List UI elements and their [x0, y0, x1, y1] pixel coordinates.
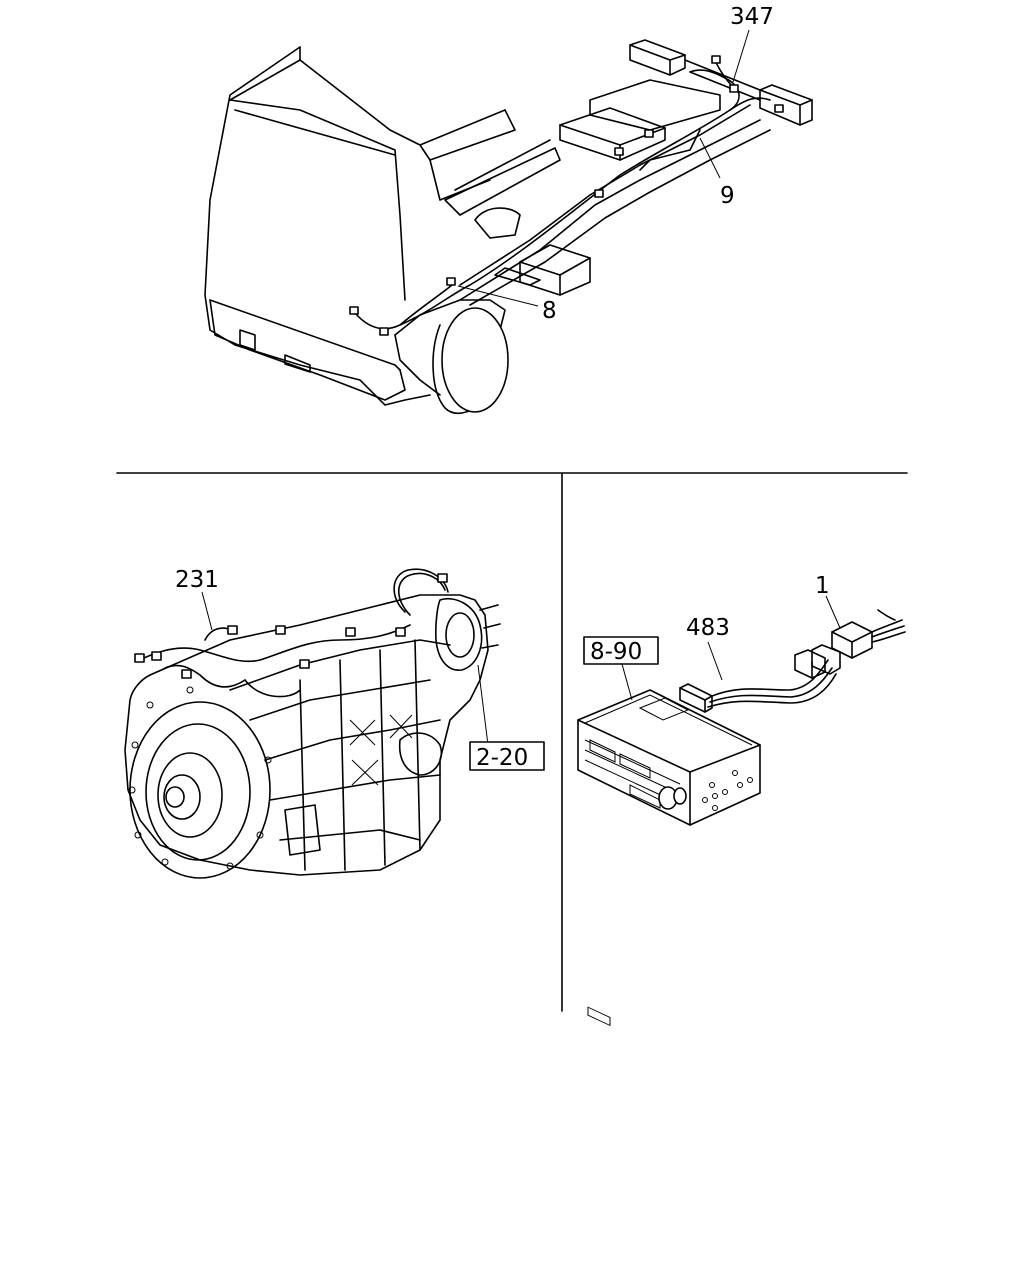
callout-8-90-box — [583, 636, 659, 665]
callout-2-20-box — [469, 741, 545, 771]
callout-347: 347 — [730, 4, 774, 30]
callout-9: 9 — [720, 183, 735, 209]
callout-231: 231 — [175, 567, 219, 593]
radio-harness-illustration — [577, 595, 906, 1027]
callout-483: 483 — [686, 615, 730, 641]
callout-2-20: 2-20 — [476, 745, 528, 771]
callout-8-90: 8-90 — [590, 639, 642, 665]
callout-1: 1 — [815, 573, 830, 599]
callout-8: 8 — [542, 298, 557, 324]
truck-chassis-illustration — [204, 29, 813, 415]
transmission-illustration — [124, 568, 501, 879]
